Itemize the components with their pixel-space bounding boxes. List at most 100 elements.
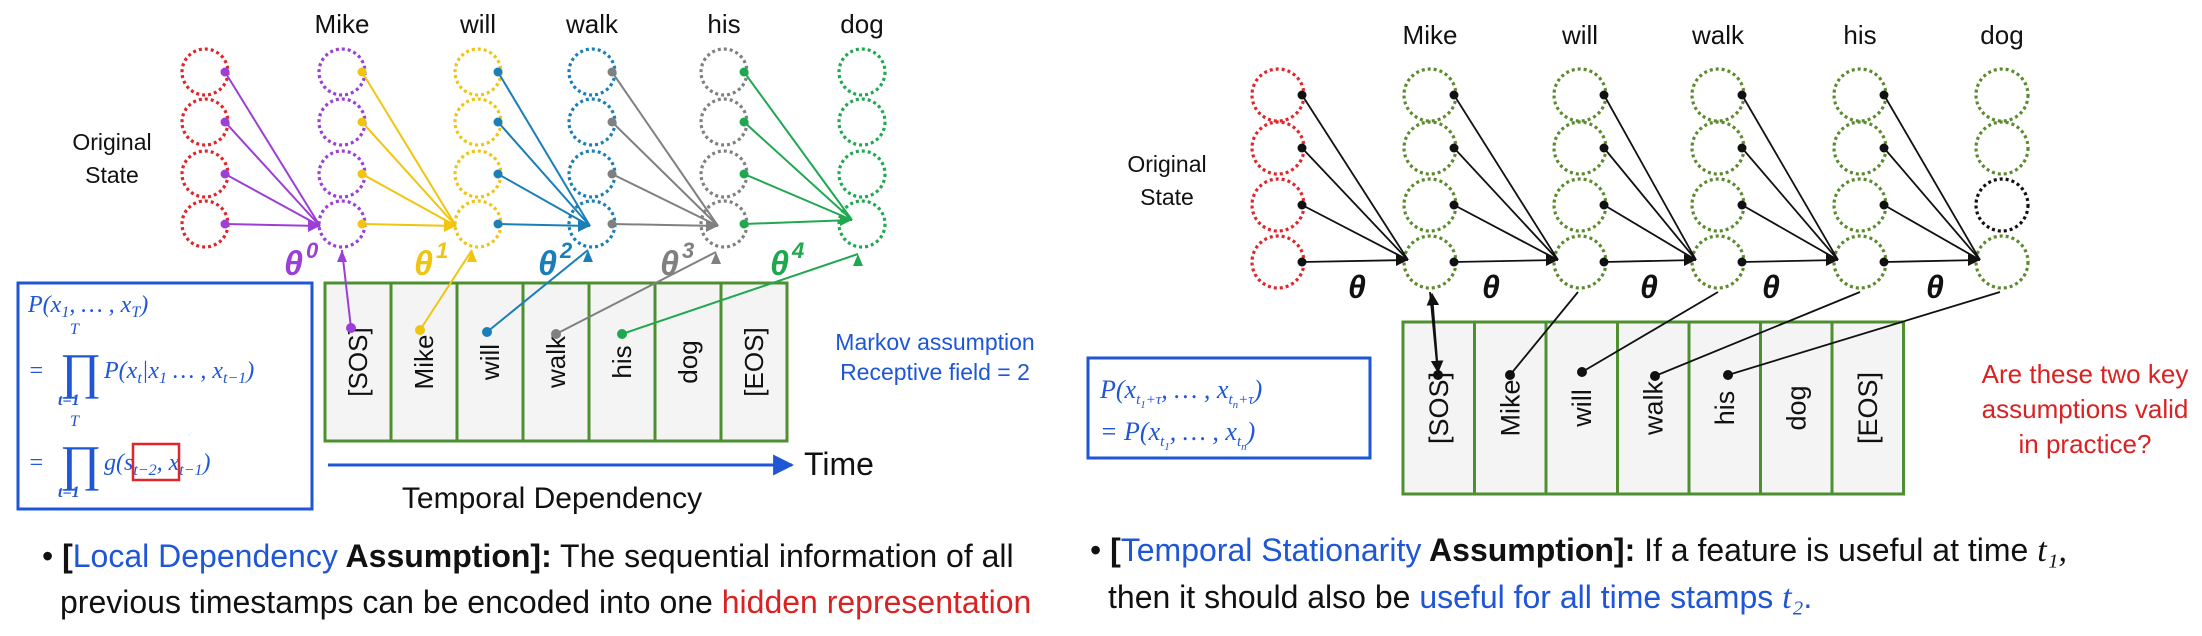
product-top-2: T — [70, 413, 80, 430]
arrow-dot — [739, 219, 749, 229]
bullet-line-1: • [Local Dependency Assumption]: The seq… — [42, 533, 1031, 579]
formula-line-2-body: P(xt|x1 … , xt−1) — [103, 358, 254, 387]
token-label: his — [607, 345, 637, 378]
state-arrow — [1603, 94, 1697, 261]
token-label: Mike — [1495, 379, 1525, 436]
token-link — [1509, 291, 1579, 376]
arrow-dot — [357, 67, 367, 77]
token-link — [486, 249, 589, 333]
bullet-text-2: then it should also be — [1108, 579, 1420, 615]
word-label-will: will — [1561, 20, 1598, 50]
state-arrow — [1603, 204, 1697, 261]
theta-label: θ — [1348, 269, 1366, 305]
token-cell — [587, 281, 657, 443]
token-link-head — [711, 252, 721, 264]
bullet-line-1: • [Temporal Stationarity Assumption]: If… — [1090, 527, 2067, 574]
token-link — [1581, 291, 1719, 373]
arrow-dot — [1599, 143, 1609, 153]
t2-symbol: t₂ — [1782, 579, 1804, 616]
hidden-state-circle — [1402, 67, 1458, 123]
state-arrow — [1301, 94, 1409, 261]
hidden-state-circle — [1832, 67, 1888, 123]
token-label: will — [475, 344, 505, 381]
arrow-head — [1684, 254, 1696, 266]
hidden-state-circle — [1250, 234, 1306, 290]
state-arrow — [497, 223, 591, 227]
token-link — [555, 251, 717, 335]
state-arrow — [361, 121, 457, 227]
arrow-dot — [357, 117, 367, 127]
word-label-walk: walk — [1691, 20, 1745, 50]
state-arrow — [361, 71, 457, 227]
right-token-links — [1426, 291, 2001, 381]
state-arrow — [361, 173, 457, 227]
token-cell — [389, 281, 459, 443]
hidden-state-circle — [1552, 177, 1608, 233]
token-link — [621, 253, 859, 335]
temporal-dependency-label: Temporal Dependency — [402, 482, 702, 515]
token-cell — [455, 281, 525, 443]
arrow-dot — [1737, 257, 1747, 267]
state-arrow — [1883, 147, 1981, 261]
state-arrow — [1603, 147, 1697, 261]
token-cell — [1687, 320, 1762, 496]
time-label: Time — [804, 446, 874, 482]
theta-label: θ — [538, 245, 557, 283]
arrow-dot — [1879, 257, 1889, 267]
token-label: [EOS] — [739, 327, 769, 396]
hidden-state-circle — [1974, 67, 2030, 123]
bullet-dot: • — [1090, 532, 1102, 568]
state-arrow — [743, 173, 853, 221]
arrow-head — [840, 214, 852, 226]
state-arrow — [1741, 204, 1839, 261]
hidden-representation-term: hidden representation — [721, 584, 1032, 620]
hidden-state-circle — [1690, 177, 1746, 233]
arrow-dot — [493, 169, 503, 179]
arrow-dot — [1599, 200, 1609, 210]
state-arrow — [611, 223, 719, 227]
word-label-his: his — [707, 9, 740, 39]
theta-label: θ — [660, 245, 679, 283]
arrow-head — [1546, 254, 1558, 266]
token-link-head — [853, 254, 863, 266]
arrow-dot — [1449, 143, 1459, 153]
bracket-open: [ — [1110, 532, 1121, 568]
right-hidden-states — [1250, 67, 2030, 290]
arrow-dot — [607, 67, 617, 77]
state-arrow — [1883, 94, 1981, 261]
temporal-stationarity-bullet: • [Temporal Stationarity Assumption]: If… — [1090, 527, 2067, 621]
token-link-dot — [346, 323, 356, 333]
theta-superscript: 0 — [306, 238, 319, 263]
state-arrow — [224, 223, 321, 227]
question-line-3: in practice? — [2019, 429, 2152, 459]
arrow-head — [1396, 254, 1408, 266]
hidden-state-circle — [1690, 67, 1746, 123]
formula-line-3: = — [28, 450, 44, 476]
left-formula-box — [16, 281, 314, 511]
arrow-dot — [1599, 90, 1609, 100]
hidden-state-circle — [837, 149, 887, 199]
token-link-head — [337, 250, 347, 262]
arrow-dot — [220, 117, 230, 127]
original-state-text: Original — [1127, 151, 1206, 177]
state-arrow — [743, 121, 853, 221]
token-cell — [653, 281, 723, 443]
theta-label: θ — [284, 245, 303, 283]
original-state-text: Original — [72, 129, 151, 155]
arrow-dot — [1599, 257, 1609, 267]
arrow-dot — [220, 67, 230, 77]
state-arrow — [361, 223, 457, 227]
token-cell — [1616, 320, 1691, 496]
arrow-dot — [493, 219, 503, 229]
hidden-state-circle — [837, 47, 887, 97]
theta-superscript: 1 — [436, 238, 448, 263]
token-link — [419, 249, 473, 331]
state-arrow — [743, 219, 853, 225]
arrow-dot — [1737, 200, 1747, 210]
word-label-dog: dog — [840, 9, 883, 39]
left-token-links — [337, 249, 863, 339]
